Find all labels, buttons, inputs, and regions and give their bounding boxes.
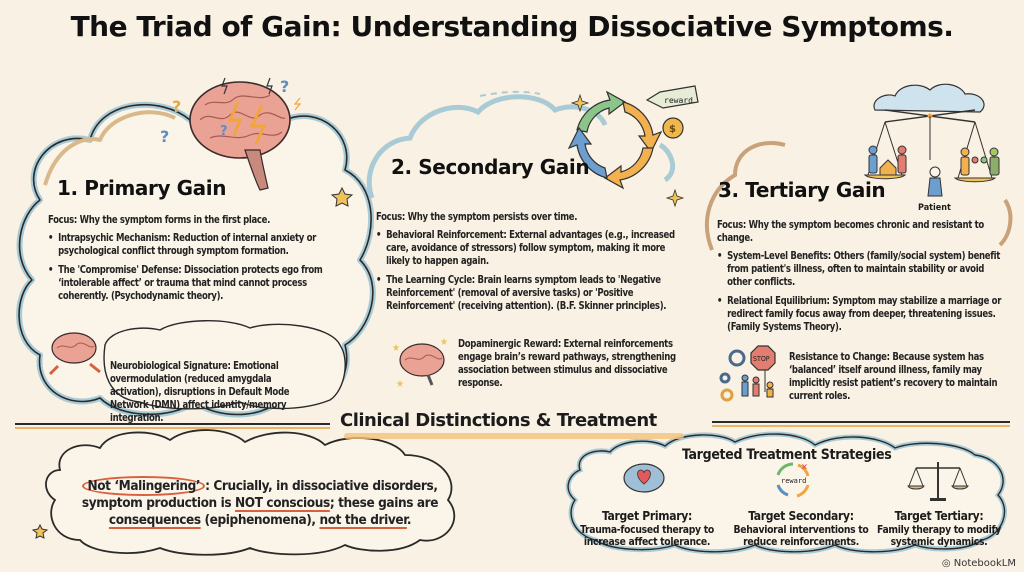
svg-text:?: ? [280, 77, 289, 96]
heading-highlight [344, 433, 684, 439]
tertiary-gain-heading: 3. Tertiary Gain [718, 178, 886, 202]
gears-icon [719, 349, 746, 402]
bullet-item: The 'Compromise' Defense: Dissociation p… [48, 264, 342, 303]
treatment-tertiary: Target Tertiary: Family therapy to modif… [864, 510, 1014, 549]
treatment-title: Targeted Treatment Strategies [682, 447, 892, 463]
svg-text:★: ★ [440, 337, 448, 348]
svg-text:★: ★ [396, 379, 404, 390]
treatment-label: Target Tertiary: [894, 509, 984, 523]
primary-gain-heading: 1. Primary Gain [57, 176, 227, 200]
svg-text:reward: reward [781, 477, 806, 485]
sparkle-icon [570, 93, 685, 208]
bullet-item: Relational Equilibrium: Symptom may stab… [717, 295, 1004, 334]
malingering-cloud [45, 429, 456, 556]
svg-text:✕: ✕ [801, 463, 808, 473]
question-mark-icon: ? ? ? ? [160, 77, 289, 146]
primary-gain-bullets: Intrapsychic Mechanism: Reduction of int… [48, 232, 342, 303]
scale-icon [907, 462, 969, 501]
lightning-icon [221, 77, 302, 111]
tertiary-gain-bullets: System-Level Benefits: Others (family/so… [717, 250, 1004, 334]
malingering-text: ; these gains are [329, 495, 439, 511]
malingering-note: Not ‘Malingering’: Crucially, in dissoci… [70, 476, 450, 529]
tertiary-cloud [704, 141, 1013, 251]
stop-sign-icon: STOP [750, 345, 776, 392]
coin-icon: $ [662, 117, 684, 139]
svg-text:?: ? [220, 124, 228, 139]
malingering-text: (epiphenomena), [200, 512, 320, 528]
patient-label: Patient [918, 203, 951, 213]
family-icon [868, 145, 1000, 176]
primary-gain-content: Focus: Why the symptom forms in the firs… [48, 214, 342, 309]
notebooklm-icon: ◎ [941, 558, 954, 569]
treatment-text: Behavioral interventions to reduce reinf… [733, 523, 869, 549]
emphasis-not-conscious: NOT conscious [235, 495, 330, 511]
treatment-secondary: Target Secondary: Behavioral interventio… [726, 510, 876, 549]
treatment-primary: Target Primary: Trauma-focused therapy t… [572, 510, 722, 549]
cycle-arrows-icon [567, 90, 663, 190]
bullet-item: Intrapsychic Mechanism: Reduction of int… [48, 232, 342, 258]
tertiary-gain-focus: Focus: Why the symptom becomes chronic a… [717, 219, 984, 244]
treatment-text: Trauma-focused therapy to increase affec… [580, 523, 714, 549]
family-small-icon [741, 374, 774, 398]
secondary-gain-bullets: Behavioral Reinforcement: External advan… [376, 229, 680, 313]
treatment-label: Target Secondary: [748, 509, 854, 523]
small-brain-icon [48, 332, 101, 376]
reward-tag-icon: reward [645, 85, 699, 109]
clinical-heading: Clinical Distinctions & Treatment [340, 410, 657, 431]
neurobiological-callout: Neurobiological Signature: Emotional ove… [110, 360, 290, 424]
dopaminergic-callout: Dopaminergic Reward: External reinforcem… [458, 338, 676, 389]
bullet-item: The Learning Cycle: Brain learns symptom… [376, 274, 680, 313]
emphasis-consequences: consequences [108, 512, 201, 528]
treatment-text: Family therapy to modify systemic dynami… [877, 523, 1001, 549]
bullet-item: Behavioral Reinforcement: External advan… [376, 229, 680, 268]
brand-watermark: ◎ NotebookLM [942, 558, 1016, 569]
balance-scale-icon [863, 83, 997, 183]
page-title: The Triad of Gain: Understanding Dissoci… [70, 10, 954, 43]
secondary-cloud [366, 90, 676, 199]
treatment-label: Target Primary: [601, 509, 693, 523]
reward-cycle-icon: reward ✕ [776, 462, 810, 498]
primary-gain-focus: Focus: Why the symptom forms in the firs… [48, 214, 270, 226]
secondary-gain-content: Focus: Why the symptom persists over tim… [376, 211, 680, 319]
malingering-lead: Not ‘Malingering’ [82, 476, 206, 496]
svg-text:★: ★ [392, 343, 400, 354]
brain-stars-icon: ★ ★ ★ [392, 337, 448, 390]
svg-text:?: ? [160, 127, 169, 146]
svg-text:reward: reward [664, 96, 693, 105]
svg-text:STOP: STOP [753, 355, 770, 363]
tertiary-gain-content: Focus: Why the symptom becomes chronic a… [717, 219, 1004, 340]
resistance-callout: Resistance to Change: Because system has… [789, 351, 998, 402]
section-divider [15, 421, 1010, 429]
svg-text:?: ? [172, 97, 181, 116]
svg-text:$: $ [669, 124, 676, 135]
brain-heart-icon [623, 463, 665, 493]
emphasis-not-driver: not the driver [319, 512, 407, 528]
malingering-text: : Crucially, in dissociative disorders, … [81, 478, 438, 511]
brand-label: NotebookLM [953, 558, 1016, 569]
secondary-gain-focus: Focus: Why the symptom persists over tim… [376, 211, 578, 223]
primary-sub-cloud [103, 320, 346, 410]
brain-icon [189, 81, 291, 191]
bullet-item: System-Level Benefits: Others (family/so… [717, 250, 1004, 289]
malingering-text: . [406, 512, 412, 528]
patient-icon [927, 166, 943, 197]
star-icon [31, 186, 354, 539]
secondary-gain-heading: 2. Secondary Gain [391, 155, 590, 179]
